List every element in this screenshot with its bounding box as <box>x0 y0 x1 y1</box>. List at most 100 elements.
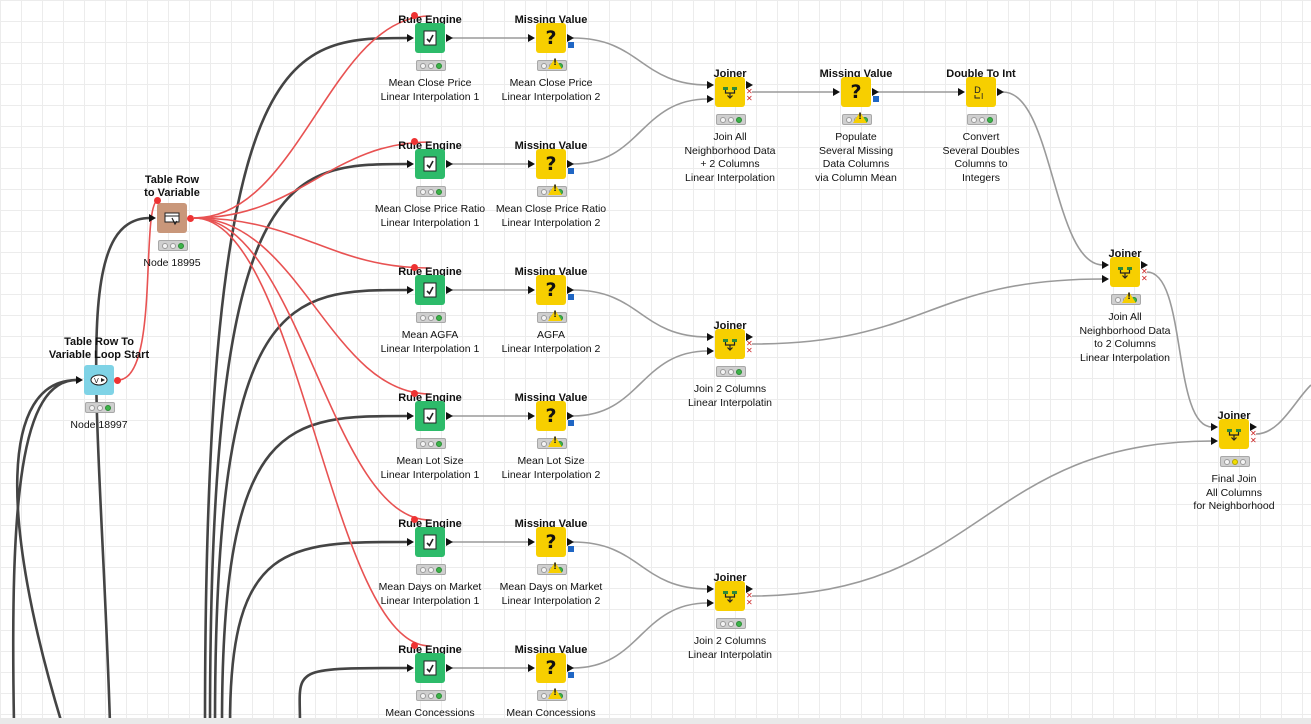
joiner-icon[interactable] <box>715 77 745 107</box>
input-port[interactable] <box>1211 423 1218 431</box>
node-annotation[interactable]: AGFA Linear Interpolation 2 <box>501 329 601 355</box>
loop-start-icon[interactable]: V <box>84 365 114 395</box>
output-port[interactable] <box>567 664 574 672</box>
question-icon[interactable]: ? <box>536 275 566 305</box>
inactive-port-icon[interactable]: ✕ <box>1250 429 1257 438</box>
node-annotation[interactable]: Join All Neighborhood Data + 2 Columns L… <box>684 131 776 184</box>
data-connection[interactable] <box>228 540 409 724</box>
output-port[interactable] <box>567 538 574 546</box>
node-missing[interactable]: Missing Value?!Mean Close Price Linear I… <box>502 14 601 103</box>
rule-engine-icon[interactable] <box>415 653 445 683</box>
input-port[interactable] <box>407 664 414 672</box>
input-port[interactable] <box>528 160 535 168</box>
rule-engine-icon[interactable] <box>415 23 445 53</box>
node-annotation[interactable]: Convert Several Doubles Columns to Integ… <box>942 131 1020 184</box>
node-missing[interactable]: Missing Value?!Mean Concessions <box>506 644 595 719</box>
input-port[interactable] <box>407 34 414 42</box>
inactive-port-icon[interactable]: ✕ <box>1250 436 1257 445</box>
flow-variable-input-port[interactable] <box>411 390 418 397</box>
node-annotation[interactable]: Mean Days on Market Linear Interpolation… <box>499 581 603 607</box>
node-annotation[interactable]: Mean Days on Market Linear Interpolation… <box>378 581 482 607</box>
input-port[interactable] <box>407 412 414 420</box>
question-icon[interactable]: ? <box>536 401 566 431</box>
output-port[interactable] <box>746 585 753 593</box>
node-joiner[interactable]: Joiner✕✕!Join All Neighborhood Data to 2… <box>1079 248 1170 364</box>
input-port[interactable] <box>707 333 714 341</box>
output-port[interactable] <box>446 538 453 546</box>
input-port[interactable] <box>1211 437 1218 445</box>
output-port[interactable] <box>746 81 753 89</box>
inactive-port-icon[interactable]: ✕ <box>746 598 753 607</box>
model-output-port[interactable] <box>568 672 574 678</box>
node-annotation[interactable]: Mean Concessions <box>506 707 596 719</box>
question-icon[interactable]: ? <box>536 149 566 179</box>
question-icon[interactable]: ? <box>536 23 566 53</box>
output-port[interactable] <box>567 34 574 42</box>
flow-variable-input-port[interactable] <box>411 12 418 19</box>
flow-variable-connection[interactable] <box>193 217 431 395</box>
rule-engine-icon[interactable] <box>415 149 445 179</box>
output-port[interactable] <box>997 88 1004 96</box>
question-icon[interactable]: ? <box>536 527 566 557</box>
node-annotation[interactable]: Join 2 Columns Linear Interpolatin <box>687 383 773 409</box>
input-port[interactable] <box>1102 261 1109 269</box>
input-port[interactable] <box>528 412 535 420</box>
inactive-port-icon[interactable]: ✕ <box>746 87 753 96</box>
node-annotation[interactable]: Mean Close Price Linear Interpolation 2 <box>501 77 601 103</box>
node-annotation[interactable]: Node 18995 <box>143 257 201 269</box>
output-port[interactable] <box>872 88 879 96</box>
node-missing[interactable]: Missing Value?!Mean Days on Market Linea… <box>500 518 603 607</box>
output-port[interactable] <box>567 160 574 168</box>
joiner-icon[interactable] <box>1219 419 1249 449</box>
inactive-port-icon[interactable]: ✕ <box>746 94 753 103</box>
node-joiner[interactable]: Joiner✕✕Join All Neighborhood Data + 2 C… <box>684 68 775 184</box>
input-port[interactable] <box>407 286 414 294</box>
node-annotation[interactable]: Final Join All Columns for Neighborhood <box>1193 473 1275 512</box>
model-output-port[interactable] <box>873 96 879 102</box>
output-port[interactable] <box>446 286 453 294</box>
input-port[interactable] <box>528 286 535 294</box>
joiner-icon[interactable] <box>715 581 745 611</box>
input-port[interactable] <box>407 160 414 168</box>
node-missing[interactable]: Missing Value?!Mean Close Price Ratio Li… <box>496 140 606 229</box>
node-annotation[interactable]: Mean Close Price Ratio Linear Interpolat… <box>495 203 607 229</box>
input-port[interactable] <box>528 34 535 42</box>
node-annotation[interactable]: Node 18997 <box>70 419 128 431</box>
model-output-port[interactable] <box>568 294 574 300</box>
input-port[interactable] <box>407 538 414 546</box>
rule-engine-icon[interactable] <box>415 527 445 557</box>
flow-variable-input-port[interactable] <box>411 516 418 523</box>
input-port[interactable] <box>833 88 840 96</box>
inactive-port-icon[interactable]: ✕ <box>746 346 753 355</box>
node-annotation[interactable]: Mean AGFA Linear Interpolation 1 <box>380 329 480 355</box>
output-port[interactable] <box>446 664 453 672</box>
input-port[interactable] <box>958 88 965 96</box>
input-port[interactable] <box>707 585 714 593</box>
flow-variable-output-port[interactable] <box>114 377 121 384</box>
node-annotation[interactable]: Mean Close Price Linear Interpolation 1 <box>380 77 480 103</box>
inactive-port-icon[interactable]: ✕ <box>746 339 753 348</box>
node-joiner[interactable]: Joiner✕✕Final Join All Columns for Neigh… <box>1193 410 1274 512</box>
input-port[interactable] <box>528 664 535 672</box>
node-annotation[interactable]: Mean Lot Size Linear Interpolation 1 <box>380 455 480 481</box>
joiner-icon[interactable] <box>715 329 745 359</box>
node-annotation[interactable]: Populate Several Missing Data Columns vi… <box>815 131 897 184</box>
output-port[interactable] <box>446 412 453 420</box>
model-output-port[interactable] <box>568 420 574 426</box>
flow-variable-input-port[interactable] <box>154 197 161 204</box>
rule-engine-icon[interactable] <box>415 401 445 431</box>
output-port[interactable] <box>446 160 453 168</box>
output-port[interactable] <box>567 412 574 420</box>
node-missing[interactable]: Missing Value?!Populate Several Missing … <box>815 68 897 184</box>
node-annotation[interactable]: Mean Concessions <box>385 707 475 719</box>
